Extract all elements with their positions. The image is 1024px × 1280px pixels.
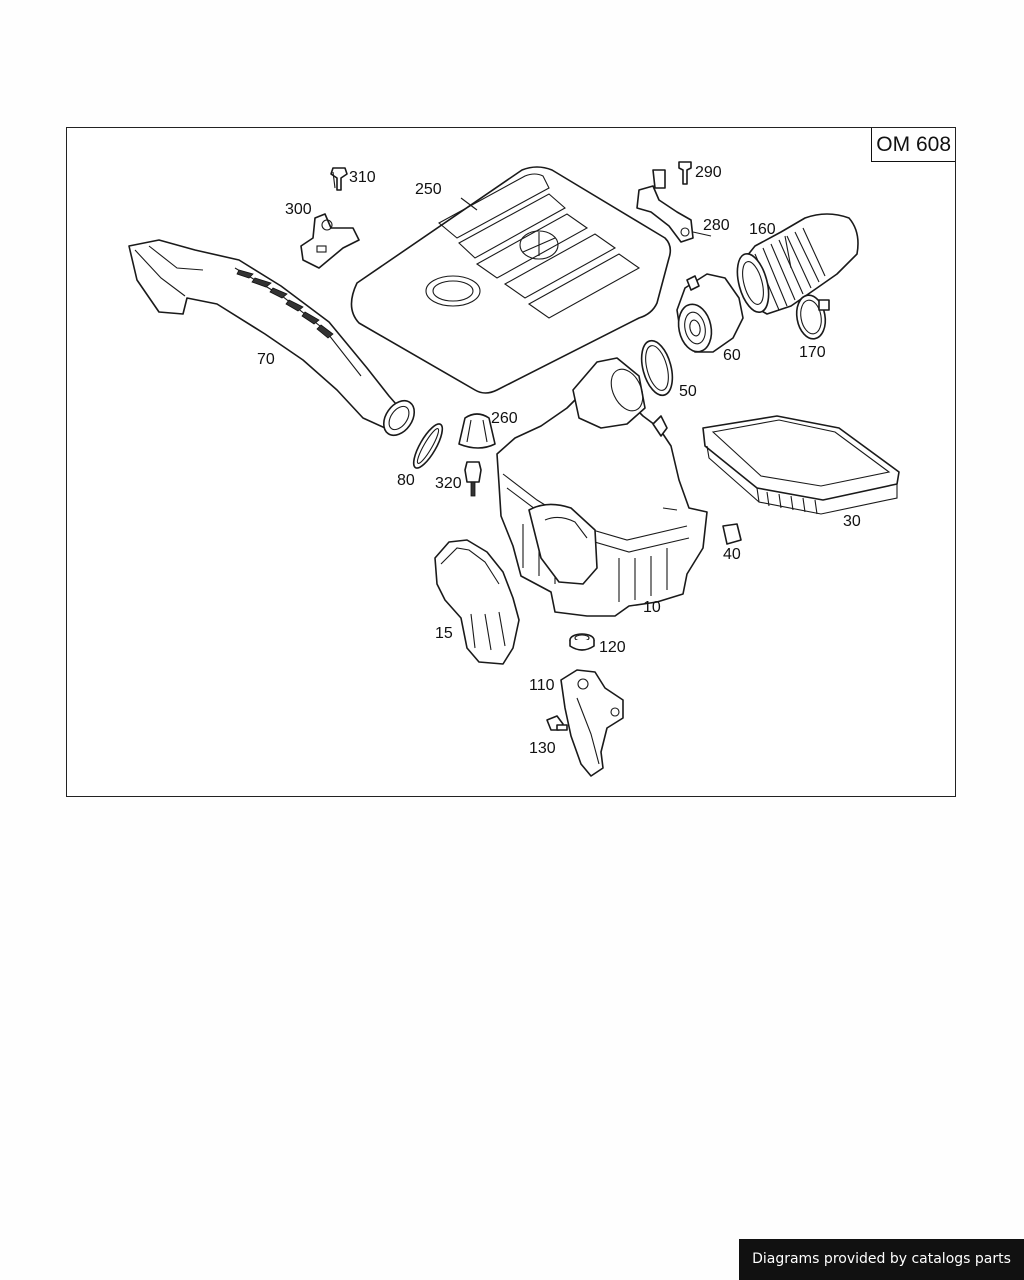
callout-290[interactable]: 290 — [695, 164, 722, 181]
callout-130[interactable]: 130 — [529, 740, 556, 757]
callout-310[interactable]: 310 — [349, 169, 376, 186]
cap-260-part[interactable] — [458, 413, 496, 449]
seal-ring-80-part[interactable] — [409, 420, 448, 471]
callout-300[interactable]: 300 — [285, 201, 312, 218]
callout-170[interactable]: 170 — [799, 344, 826, 361]
bracket-280-part[interactable] — [636, 169, 694, 243]
filter-element-30-part[interactable] — [702, 415, 900, 515]
callout-110[interactable]: 110 — [529, 677, 555, 694]
clamp-170-part[interactable] — [793, 293, 830, 341]
hose-160-part[interactable] — [732, 213, 859, 316]
parts-diagram: 10 15 30 40 50 60 70 80 110 120 130 160 … — [128, 161, 900, 777]
callout-250[interactable]: 250 — [415, 181, 442, 198]
callout-60[interactable]: 60 — [723, 347, 741, 364]
callout-80[interactable]: 80 — [397, 472, 415, 489]
callout-160[interactable]: 160 — [749, 221, 776, 238]
parts-diagram-frame: 10 15 30 40 50 60 70 80 110 120 130 160 … — [66, 127, 956, 797]
callout-320[interactable]: 320 — [435, 475, 462, 492]
callout-30[interactable]: 30 — [843, 513, 861, 530]
bracket-110-part[interactable] — [560, 669, 624, 777]
callout-280[interactable]: 280 — [703, 217, 730, 234]
engine-cover-part[interactable] — [350, 166, 672, 394]
leader-lines — [332, 171, 792, 511]
sensor-housing-60-part[interactable] — [674, 273, 744, 355]
callout-120[interactable]: 120 — [599, 639, 626, 656]
callout-15[interactable]: 15 — [435, 625, 453, 642]
callout-260[interactable]: 260 — [491, 410, 518, 427]
air-filter-housing-part[interactable] — [496, 357, 708, 617]
bracket-300-part[interactable] — [300, 213, 360, 269]
callout-10[interactable]: 10 — [643, 599, 661, 616]
plug-40-part[interactable] — [722, 523, 742, 545]
credit-banner: Diagrams provided by catalogs parts — [739, 1239, 1024, 1280]
bolt-290-part[interactable] — [678, 161, 692, 185]
grommet-120-part[interactable] — [569, 633, 595, 651]
seal-ring-50-part[interactable] — [636, 337, 678, 398]
bolt-130-part[interactable] — [546, 715, 568, 731]
callout-70[interactable]: 70 — [257, 351, 275, 368]
intake-duct-part[interactable] — [128, 239, 421, 441]
callout-40[interactable]: 40 — [723, 546, 741, 563]
duct-15-part[interactable] — [434, 539, 520, 665]
callout-50[interactable]: 50 — [679, 383, 697, 400]
sensor-320-part[interactable] — [464, 461, 482, 497]
engine-code-label: OM 608 — [871, 128, 955, 162]
